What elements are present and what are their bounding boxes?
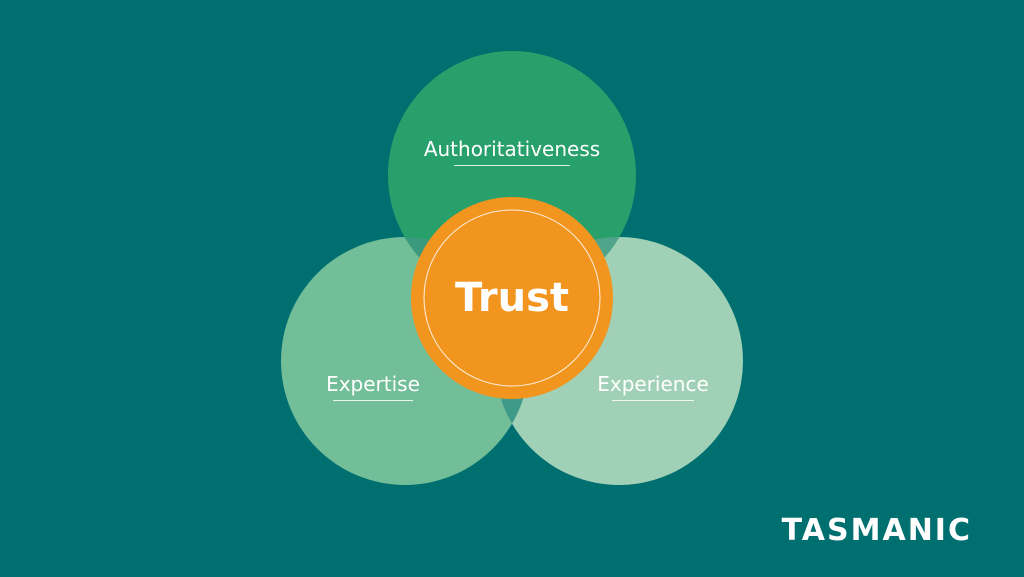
tasmanic-logo: TASMANIC — [781, 513, 972, 548]
experience-label: Experience — [597, 372, 709, 396]
authoritativeness-label: Authoritativeness — [423, 137, 601, 161]
authoritativeness-underline — [454, 165, 570, 166]
expertise-underline — [333, 400, 413, 401]
expertise-label: Expertise — [326, 372, 420, 396]
experience-underline — [612, 400, 694, 401]
trust-inner-ring — [423, 209, 601, 387]
trust-label: Trust — [454, 275, 570, 321]
trust-circle — [411, 197, 613, 399]
